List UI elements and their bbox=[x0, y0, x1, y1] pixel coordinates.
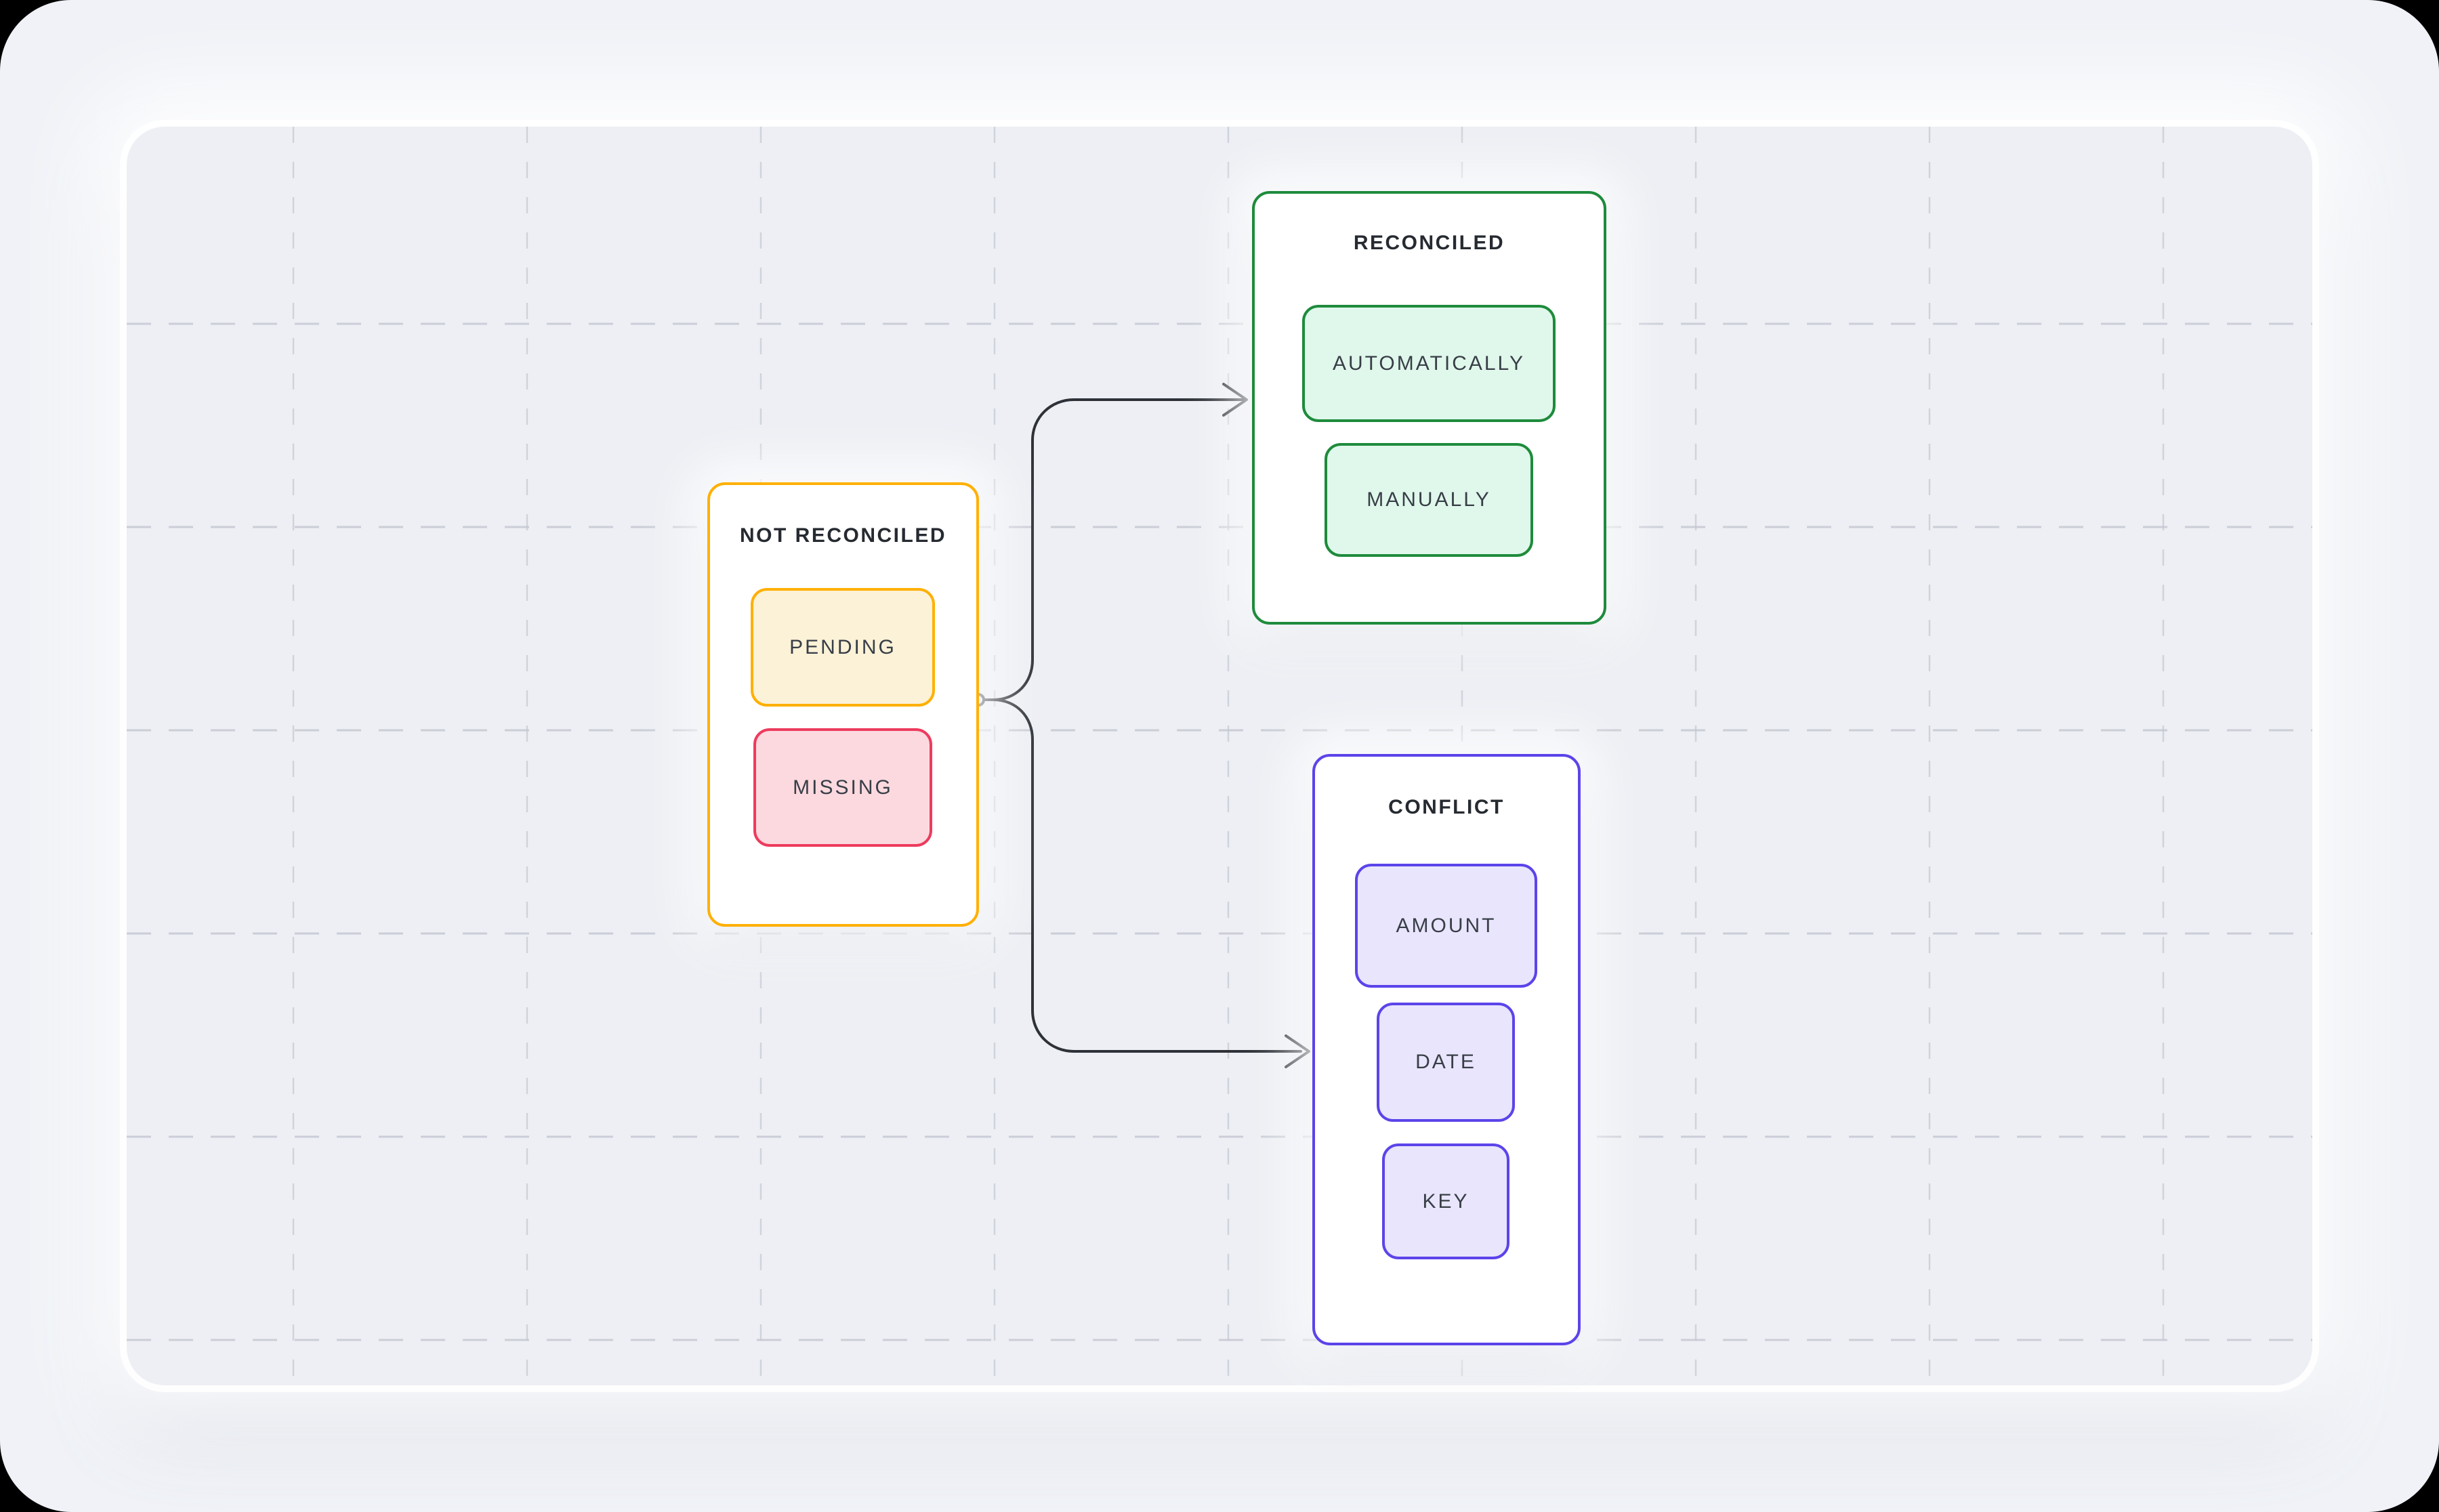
node-amount-label: AMOUNT bbox=[1396, 914, 1497, 937]
node-automatically: AUTOMATICALLY bbox=[1302, 305, 1556, 422]
node-automatically-label: AUTOMATICALLY bbox=[1332, 352, 1526, 375]
node-pending: PENDING bbox=[751, 588, 935, 707]
diagram-board bbox=[127, 127, 2312, 1385]
group-reconciled: RECONCILED AUTOMATICALLY MANUALLY bbox=[1252, 191, 1606, 625]
node-date: DATE bbox=[1377, 1003, 1515, 1122]
group-not-reconciled: NOT RECONCILED PENDING MISSING bbox=[707, 482, 979, 927]
group-conflict: CONFLICT AMOUNT DATE KEY bbox=[1312, 754, 1581, 1345]
group-title-conflict: CONFLICT bbox=[1388, 796, 1505, 818]
node-key: KEY bbox=[1382, 1143, 1509, 1259]
node-date-label: DATE bbox=[1415, 1051, 1476, 1073]
node-missing-label: MISSING bbox=[793, 776, 893, 799]
node-pending-label: PENDING bbox=[789, 635, 896, 658]
node-amount: AMOUNT bbox=[1355, 864, 1537, 988]
node-manually: MANUALLY bbox=[1325, 443, 1533, 557]
node-key-label: KEY bbox=[1422, 1190, 1469, 1213]
node-manually-label: MANUALLY bbox=[1367, 488, 1491, 511]
group-title-not-reconciled: NOT RECONCILED bbox=[740, 524, 946, 547]
group-title-reconciled: RECONCILED bbox=[1353, 232, 1505, 254]
node-missing: MISSING bbox=[753, 728, 932, 847]
